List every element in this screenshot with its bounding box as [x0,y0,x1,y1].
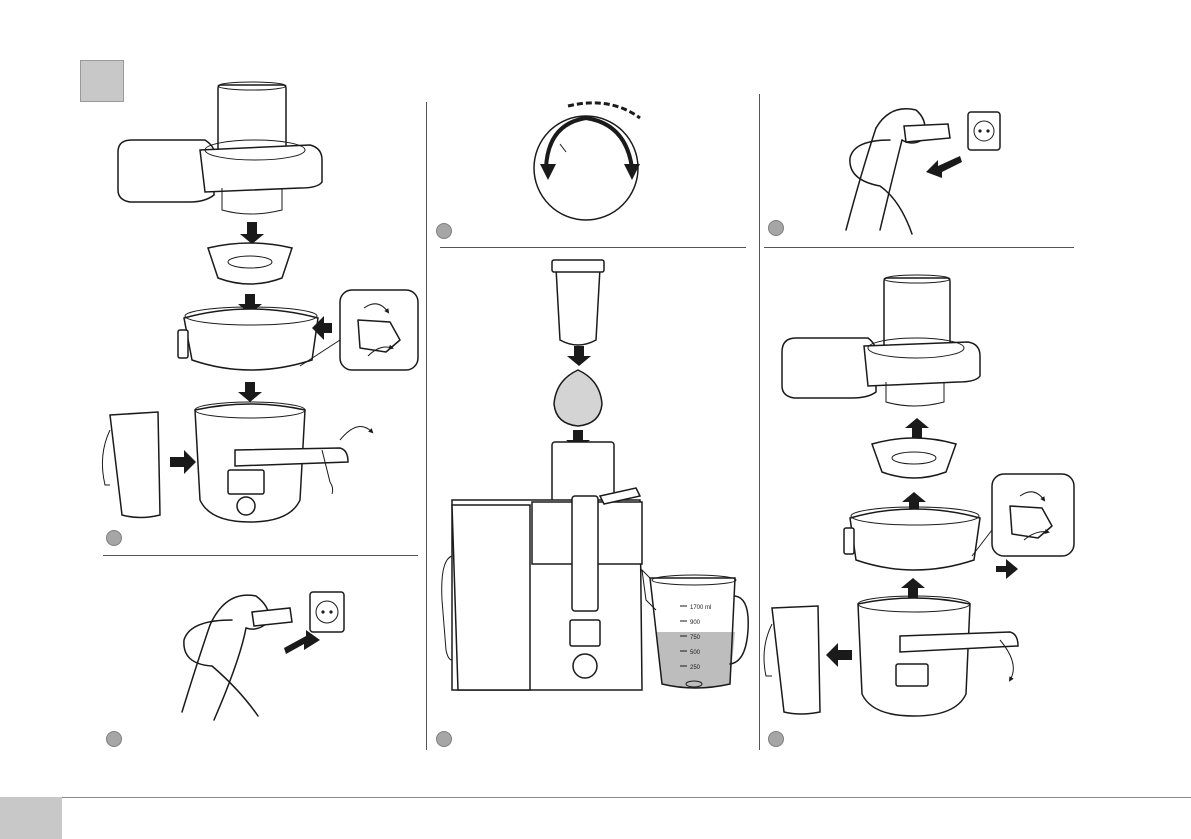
assembly-illustration [102,82,418,522]
jug-scale-1700: 1700 ml [690,605,711,611]
jug-scale-750: 750 [690,635,701,641]
juicing-illustration [442,260,749,690]
footer-bar [0,797,1191,839]
jug-scale-500: 500 [690,650,701,656]
speed-dial-illustration [534,103,640,220]
jug-scale-900: 900 [690,620,701,626]
jug-scale-250: 250 [690,665,701,671]
page-number [0,797,62,839]
unplug-illustration [846,109,1000,234]
plug-in-illustration [182,592,344,720]
disassembly-illustration [764,275,1074,716]
